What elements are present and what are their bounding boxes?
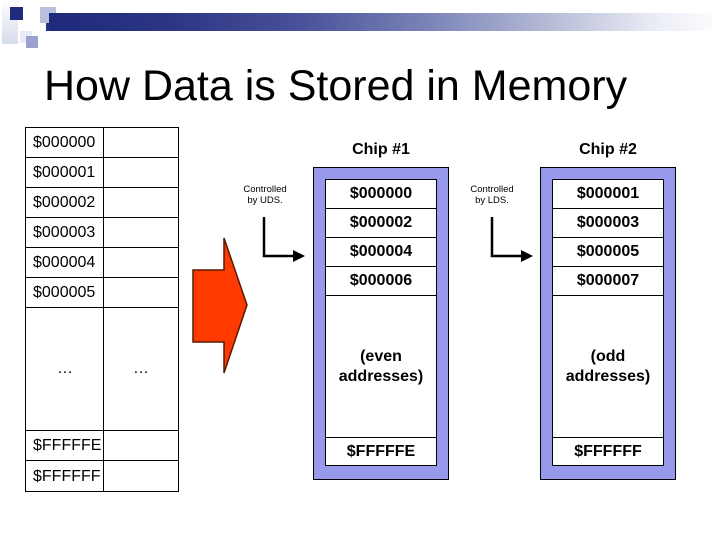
chip-row: $000005 (553, 238, 663, 267)
note-label: (even addresses) (338, 347, 424, 385)
memory-row: $000002 (26, 188, 178, 218)
chip-row: $000007 (553, 267, 663, 296)
address-label: $000003 (576, 214, 640, 231)
chip-row: $FFFFFF (553, 438, 663, 465)
address-label: $000003 (33, 223, 96, 241)
chip-row: $000002 (326, 209, 436, 238)
chip-row: $000004 (326, 238, 436, 267)
deco-medium-square (26, 36, 38, 48)
right-block-arrow-icon (192, 237, 248, 374)
chip2-table: $000001 $000003 $000005 $000007 (odd add… (552, 179, 664, 466)
address-label: $000000 (349, 185, 413, 202)
label-line: Controlled (243, 184, 287, 195)
label-line: Controlled (470, 184, 514, 195)
memory-row: $000003 (26, 218, 178, 248)
chip-row: $000003 (553, 209, 663, 238)
address-label: $000006 (349, 272, 413, 289)
note-label: (odd addresses) (565, 347, 651, 385)
deco-gradient-bar (49, 13, 712, 31)
right-block-arrow-shape (192, 237, 248, 374)
memory-row: $000005 (26, 278, 178, 308)
ellipsis-label: … (133, 360, 149, 377)
address-label: $FFFFFF (574, 442, 642, 460)
address-label: $FFFFFE (33, 436, 102, 454)
slide-title: How Data is Stored in Memory (44, 62, 628, 110)
memory-ellipsis-row: … … (26, 308, 178, 431)
memory-table-column-divider (103, 128, 104, 491)
ellipsis-label: … (57, 360, 73, 377)
address-label: $FFFFFE (346, 442, 416, 460)
memory-row: $000001 (26, 158, 178, 188)
address-label: $000005 (576, 243, 640, 260)
address-label: $000005 (33, 283, 96, 301)
chip2-box: $000001 $000003 $000005 $000007 (odd add… (540, 167, 676, 480)
address-label: $000004 (33, 253, 96, 271)
address-label: $000001 (576, 185, 640, 202)
chip1-table: $000000 $000002 $000004 $000006 (even ad… (325, 179, 437, 466)
address-label: $FFFFFF (33, 467, 101, 485)
uds-elbow-arrow-icon (262, 217, 305, 262)
arrowhead (293, 250, 305, 262)
address-label: $000002 (349, 214, 413, 231)
chip2-note: (odd addresses) (553, 296, 663, 438)
chip-row: $000006 (326, 267, 436, 296)
address-label: $000001 (33, 163, 96, 181)
chip-row: $000001 (553, 180, 663, 209)
arrowhead (521, 250, 533, 262)
address-label: $000007 (576, 272, 640, 289)
lds-control-label: Controlled by LDS. (446, 184, 538, 206)
address-label: $000004 (349, 243, 413, 260)
chip1-title: Chip #1 (352, 141, 410, 158)
chip-row: $000000 (326, 180, 436, 209)
uds-control-label: Controlled by UDS. (219, 184, 311, 206)
deco-navy-square (10, 7, 23, 20)
memory-row: $FFFFFF (26, 461, 178, 492)
memory-row: $000004 (26, 248, 178, 278)
address-label: $000000 (33, 133, 96, 151)
label-line: by UDS. (247, 195, 283, 206)
memory-row: $000000 (26, 128, 178, 158)
memory-address-table: $000000 $000001 $000002 $000003 $000004 … (25, 127, 179, 492)
chip-row: $FFFFFE (326, 438, 436, 465)
chip2-title: Chip #2 (579, 141, 637, 158)
chip1-note: (even addresses) (326, 296, 436, 438)
address-label: $000002 (33, 193, 96, 211)
lds-elbow-arrow-icon (490, 217, 533, 262)
chip1-box: $000000 $000002 $000004 $000006 (even ad… (313, 167, 449, 480)
memory-row: $FFFFFE (26, 431, 178, 461)
label-line: by LDS. (475, 195, 509, 206)
